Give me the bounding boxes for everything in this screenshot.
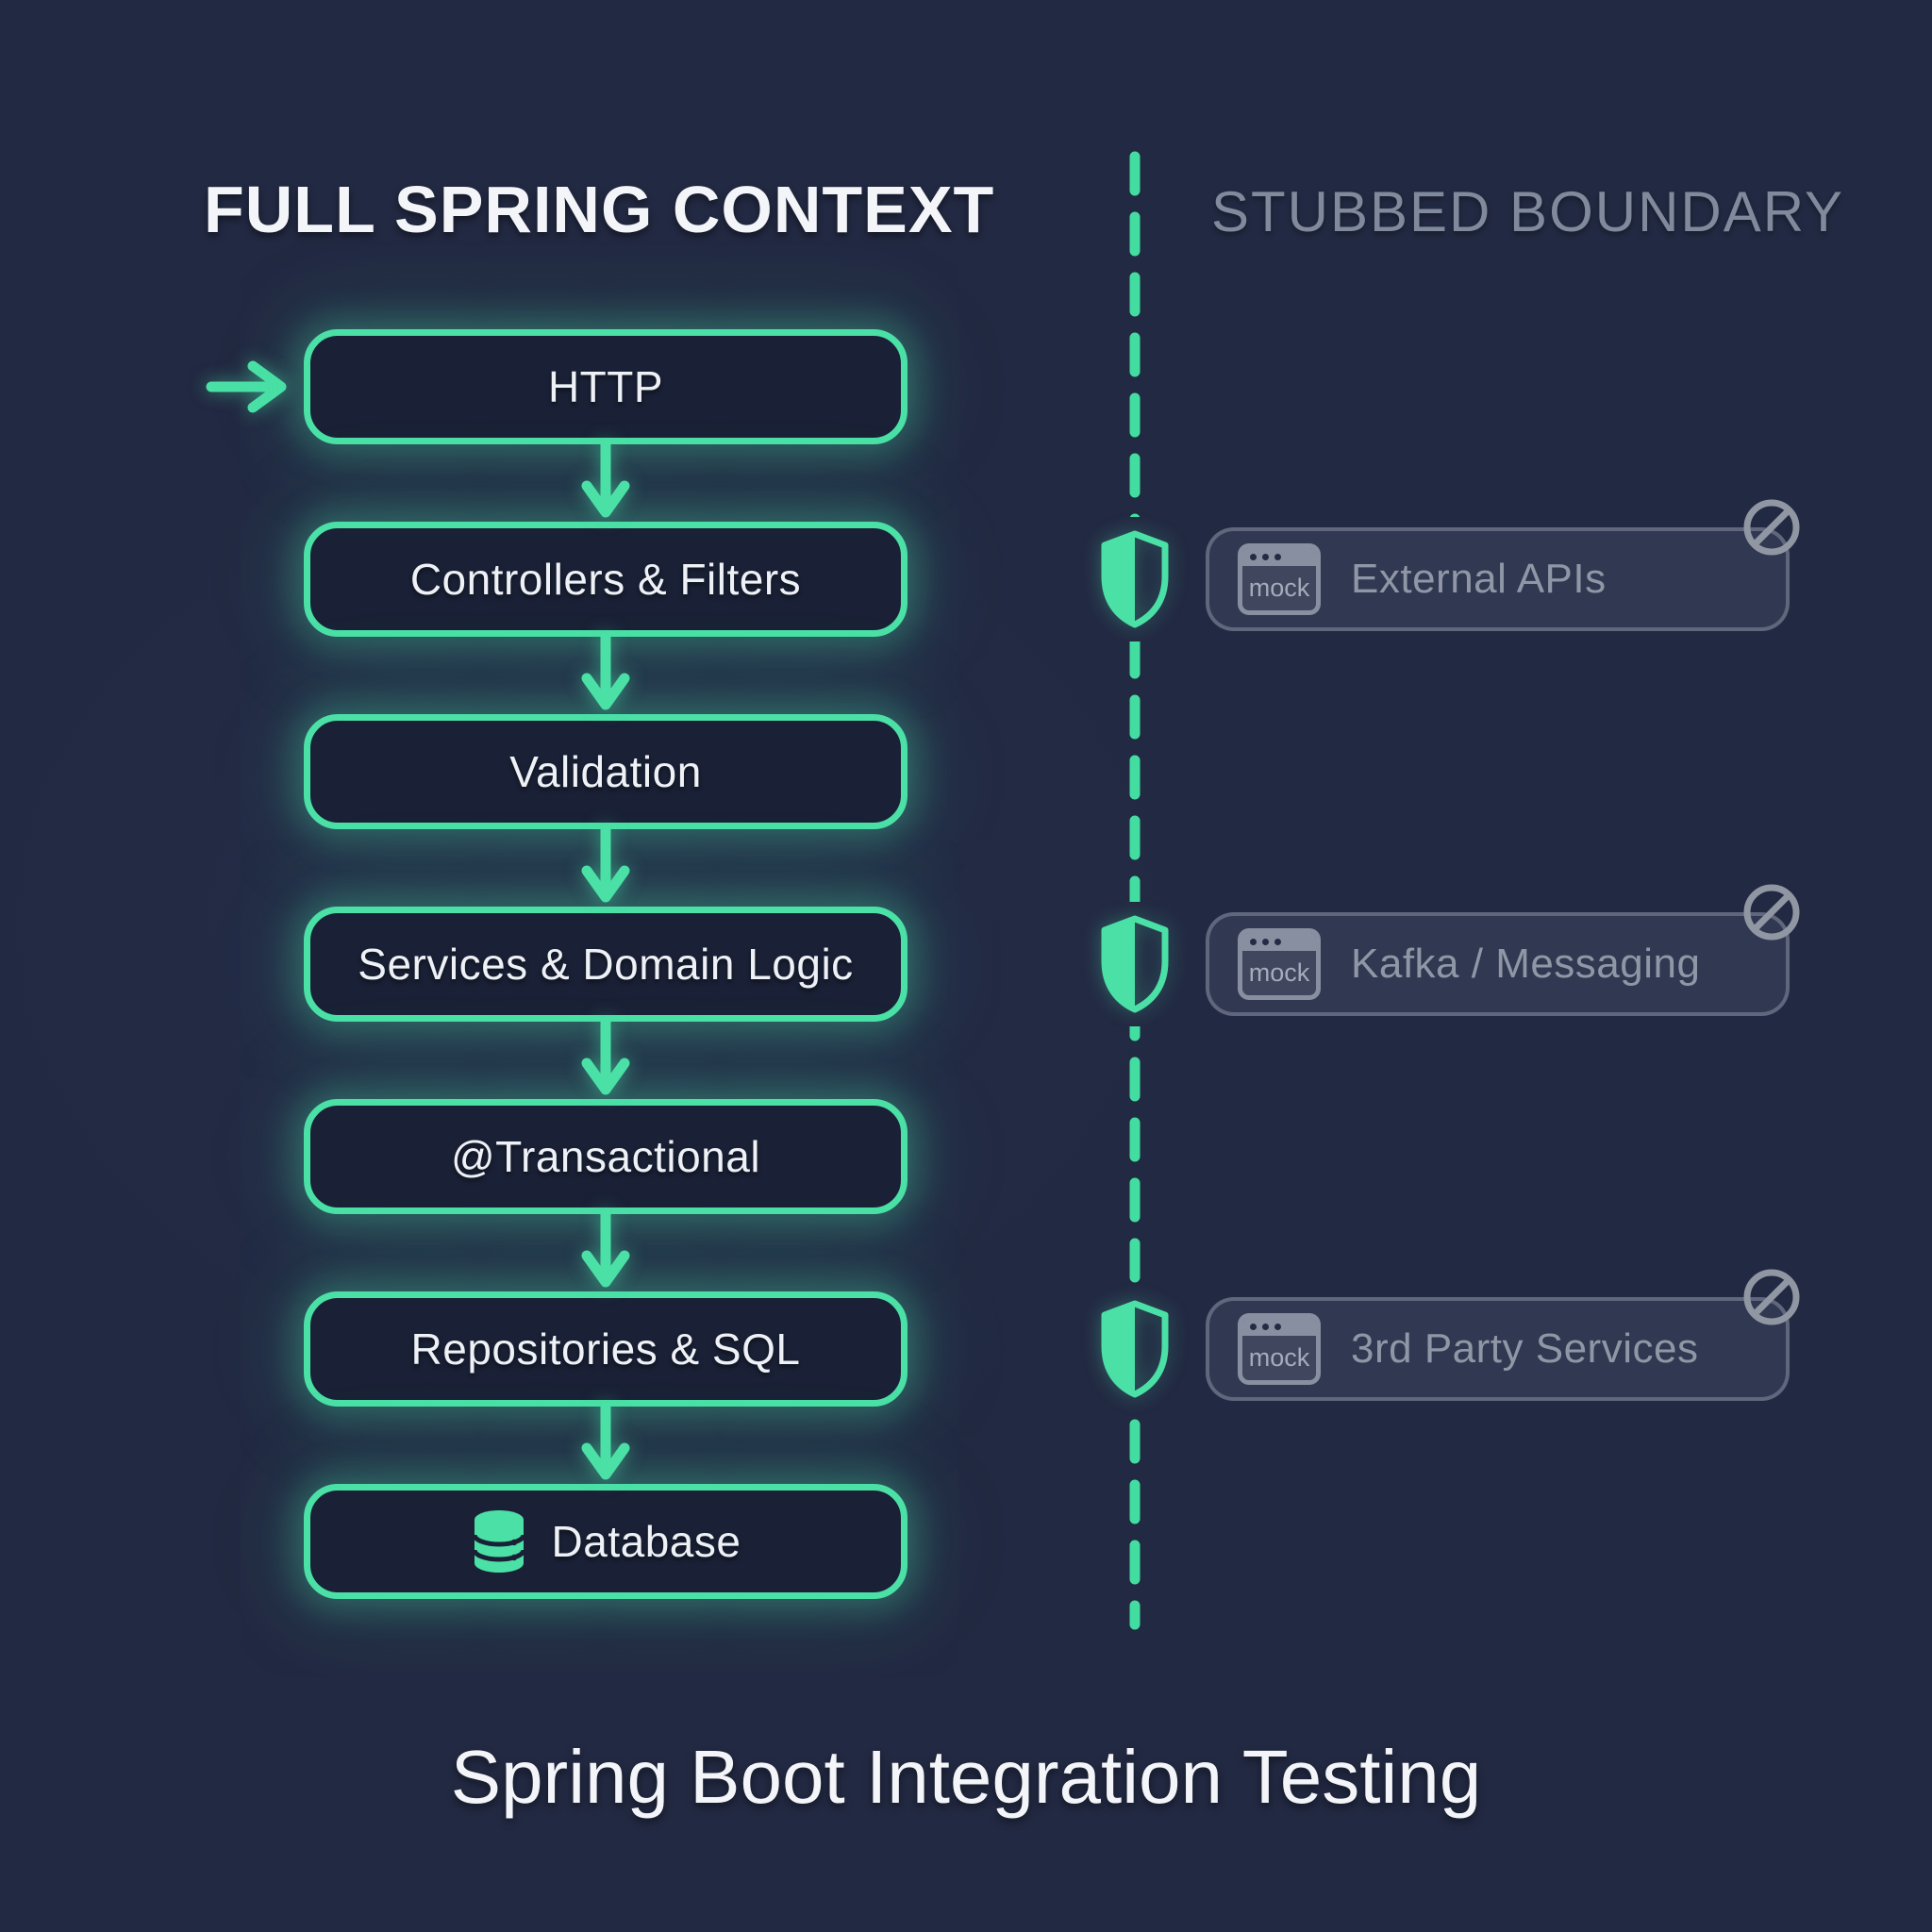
mock-window-icon: mock [1238,928,1321,1000]
stub-label: 3rd Party Services [1351,1325,1699,1372]
window-dot-icon [1262,1324,1269,1330]
arrow-down-icon [581,1018,630,1095]
window-dot-icon [1250,554,1257,560]
mock-window-titlebar [1242,548,1316,566]
mock-window-icon: mock [1238,1313,1321,1385]
no-entry-icon [1743,884,1800,941]
window-dot-icon [1274,939,1281,945]
shield-icon [1101,915,1169,1013]
shield-icon [1101,530,1169,628]
mock-window-icon: mock [1238,543,1321,615]
no-entry-icon [1743,1269,1800,1325]
page-title: Spring Boot Integration Testing [450,1735,1482,1819]
shield-icon [1101,1300,1169,1398]
step-label: HTTP [547,362,664,411]
window-dot-icon [1274,1324,1281,1330]
mock-window-titlebar [1242,1318,1316,1336]
arrow-down-icon [581,633,630,710]
mock-badge: mock [1248,1343,1310,1372]
window-dot-icon [1250,939,1257,945]
stub-kafka-messaging: mock Kafka / Messaging [1206,884,1800,1016]
left-column-title: FULL SPRING CONTEXT [204,173,995,246]
arrow-down-icon [581,1403,630,1480]
arrow-down-icon [581,441,630,518]
step-label: Database [551,1517,741,1566]
mock-badge: mock [1248,574,1310,602]
window-dot-icon [1274,554,1281,560]
arrow-down-icon [581,825,630,903]
window-dot-icon [1250,1324,1257,1330]
right-column-title: STUBBED BOUNDARY [1211,180,1845,243]
step-validation: Validation [304,714,908,829]
step-label: Repositories & SQL [410,1324,801,1374]
stub-label: External APIs [1351,556,1607,602]
window-dot-icon [1262,939,1269,945]
step-controllers-filters: Controllers & Filters [304,522,908,637]
step-label: @Transactional [450,1132,761,1181]
stub-label: Kafka / Messaging [1351,941,1701,987]
arrow-down-icon [581,1210,630,1288]
mock-badge: mock [1248,958,1310,987]
no-entry-icon [1743,499,1800,556]
entry-arrow-icon [206,360,287,413]
window-dot-icon [1262,554,1269,560]
stub-external-apis: mock External APIs [1206,499,1800,631]
mock-window-titlebar [1242,933,1316,951]
step-transactional: @Transactional [304,1099,908,1214]
stub-3rd-party-services: mock 3rd Party Services [1206,1269,1800,1401]
step-services-domain-logic: Services & Domain Logic [304,907,908,1022]
step-label: Validation [509,747,702,796]
step-label: Services & Domain Logic [358,940,854,989]
step-repositories-sql: Repositories & SQL [304,1291,908,1407]
step-label: Controllers & Filters [409,555,802,604]
step-http: HTTP [304,329,908,444]
database-icon [472,1510,526,1573]
step-database: Database [304,1484,908,1599]
